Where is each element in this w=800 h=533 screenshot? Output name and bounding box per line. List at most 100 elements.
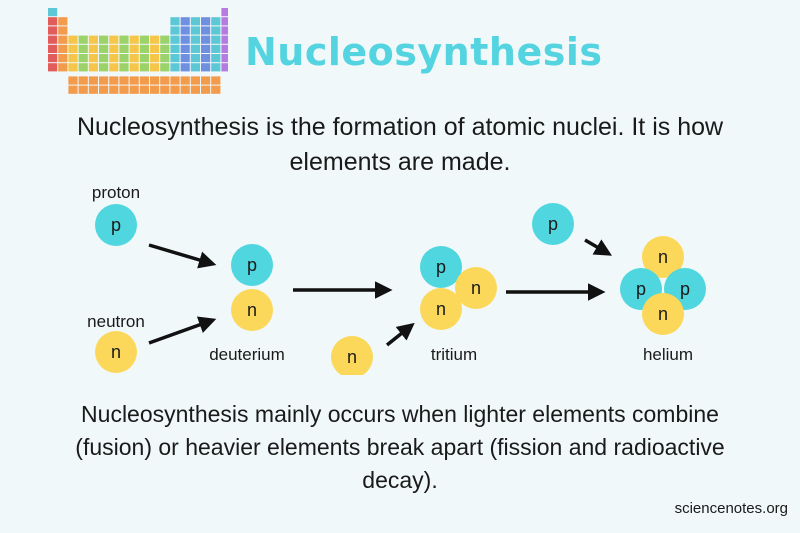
periodic-table-cell: [58, 44, 68, 53]
periodic-table-cell: [109, 63, 119, 72]
periodic-table-cell: [78, 54, 88, 63]
periodic-table-cell: [68, 35, 78, 44]
proton-label: proton: [92, 183, 140, 202]
periodic-table-cell: [99, 76, 109, 85]
periodic-table-cell: [211, 26, 221, 35]
arrow-proton-to-deuterium: [148, 243, 217, 269]
arrow-proton-to-helium: [584, 238, 613, 256]
arrow-neutron-to-deuterium: [148, 316, 217, 345]
periodic-table-cell: [150, 76, 160, 85]
deuterium-nucleus: p n: [231, 244, 273, 331]
periodic-table-cell: [160, 76, 170, 85]
periodic-table-cell: [109, 76, 119, 85]
periodic-table-cell: [68, 54, 78, 63]
periodic-table-cell: [139, 35, 149, 44]
deuterium-label: deuterium: [209, 345, 285, 364]
periodic-table-cell: [139, 85, 149, 94]
periodic-table-cell: [129, 35, 139, 44]
periodic-table-cell: [201, 35, 211, 44]
periodic-table-cell: [211, 76, 221, 85]
periodic-table-cell: [190, 17, 200, 26]
proton-particle: p: [95, 204, 137, 246]
periodic-table-cell: [129, 63, 139, 72]
periodic-table-cell: [150, 35, 160, 44]
periodic-table-cell: [99, 35, 109, 44]
periodic-table-cell: [180, 63, 190, 72]
periodic-table-cell: [48, 44, 58, 53]
periodic-table-cell: [68, 76, 78, 85]
periodic-table-cell: [88, 44, 98, 53]
tritium-label: tritium: [431, 345, 477, 364]
periodic-table-cell: [201, 44, 211, 53]
source-credit: sciencenotes.org: [674, 500, 788, 517]
periodic-table-cell: [88, 85, 98, 94]
periodic-table-cell: [150, 85, 160, 94]
periodic-table-cell: [78, 63, 88, 72]
periodic-table-cell: [221, 44, 228, 53]
periodic-table-cell: [48, 26, 58, 35]
periodic-table-cell: [139, 63, 149, 72]
periodic-table-logo: [48, 8, 228, 94]
periodic-table-cell: [129, 44, 139, 53]
outro-text: Nucleosynthesis mainly occurs when light…: [75, 401, 725, 493]
periodic-table-cell: [119, 44, 129, 53]
periodic-table-cell: [139, 44, 149, 53]
helium-neutron-symbol-2: n: [658, 304, 668, 324]
periodic-table-cell: [129, 76, 139, 85]
neutron-particle: n: [95, 331, 137, 373]
periodic-table-cell: [201, 26, 211, 35]
periodic-table-cell: [170, 63, 180, 72]
incoming-proton-symbol: p: [548, 214, 558, 234]
periodic-table-cell: [48, 17, 58, 26]
periodic-table-cell: [99, 63, 109, 72]
intro-text: Nucleosynthesis is the formation of atom…: [76, 113, 724, 176]
periodic-table-cell: [201, 17, 211, 26]
periodic-table-cell: [119, 85, 129, 94]
periodic-table-cell: [201, 85, 211, 94]
arrow-neutron-to-tritium: [385, 322, 415, 347]
helium-proton-symbol-2: p: [680, 279, 690, 299]
periodic-table-cell: [160, 63, 170, 72]
periodic-table-cell: [139, 76, 149, 85]
periodic-table-cell: [78, 85, 88, 94]
periodic-table-cell: [190, 26, 200, 35]
periodic-table-cell: [190, 35, 200, 44]
periodic-table-cell: [160, 85, 170, 94]
deuterium-neutron-symbol: n: [247, 300, 257, 320]
periodic-table-cell: [211, 63, 221, 72]
periodic-table-cell: [170, 17, 180, 26]
tritium-neutron-symbol-2: n: [436, 299, 446, 319]
periodic-table-cell: [119, 63, 129, 72]
periodic-table-cell: [119, 35, 129, 44]
periodic-table-cell: [58, 54, 68, 63]
periodic-table-cell: [48, 63, 58, 72]
periodic-table-cell: [221, 54, 228, 63]
periodic-table-cell: [99, 54, 109, 63]
periodic-table-cell: [99, 44, 109, 53]
periodic-table-cell: [68, 85, 78, 94]
nucleosynthesis-diagram: proton neutron p n p n deuterium n p n n…: [87, 183, 706, 375]
periodic-table-cell: [129, 85, 139, 94]
periodic-table-cell: [58, 35, 68, 44]
periodic-table-cell: [221, 26, 228, 35]
periodic-table-cell: [88, 63, 98, 72]
periodic-table-cell: [190, 76, 200, 85]
periodic-table-cell: [109, 54, 119, 63]
periodic-table-cell: [211, 17, 221, 26]
incoming-neutron-symbol: n: [347, 347, 357, 367]
periodic-table-cell: [109, 44, 119, 53]
periodic-table-cell: [170, 54, 180, 63]
periodic-table-cell: [109, 85, 119, 94]
incoming-neutron: n: [331, 336, 373, 375]
helium-label: helium: [643, 345, 693, 364]
page-title: Nucleosynthesis: [245, 30, 603, 74]
periodic-table-cell: [180, 54, 190, 63]
periodic-table-cell: [160, 35, 170, 44]
periodic-table-cell: [68, 44, 78, 53]
helium-nucleus: n p p n: [620, 236, 706, 335]
periodic-table-cell: [180, 85, 190, 94]
periodic-table-cell: [88, 35, 98, 44]
periodic-table-cell: [190, 85, 200, 94]
periodic-table-cell: [170, 85, 180, 94]
periodic-table-cell: [180, 17, 190, 26]
